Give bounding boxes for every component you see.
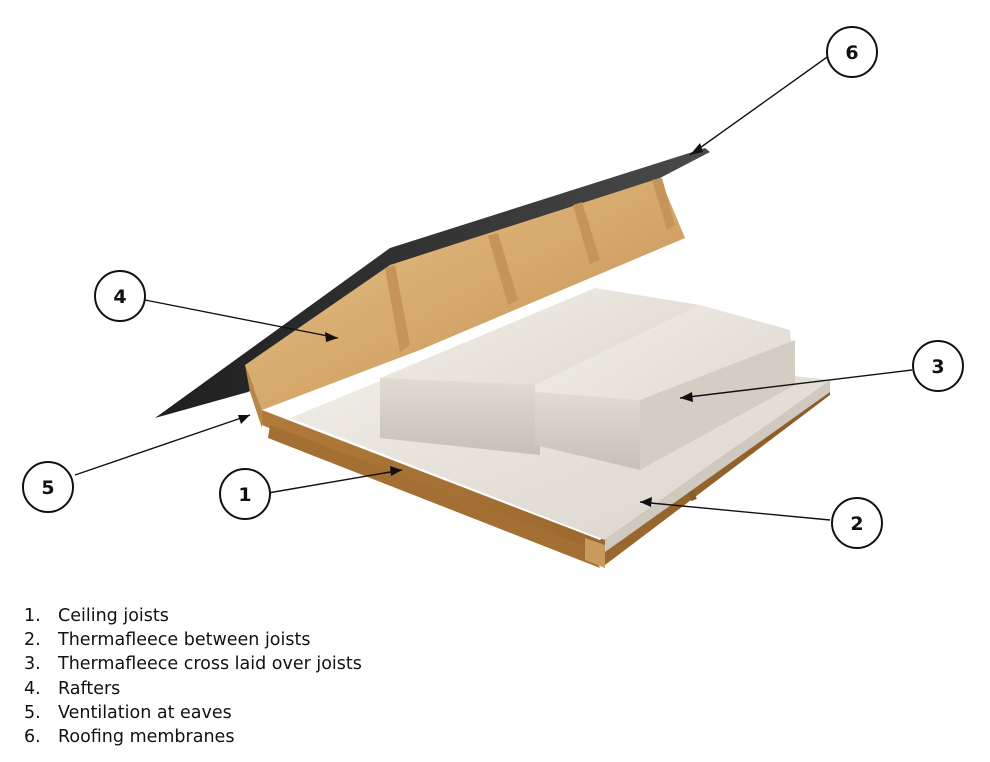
- thermafleece-cross-laid: [380, 288, 795, 470]
- callout-5-label: 5: [41, 477, 54, 499]
- callout-2: 2: [831, 497, 883, 549]
- callout-4: 4: [94, 270, 146, 322]
- callout-2-label: 2: [850, 513, 863, 535]
- legend-number: 1.: [24, 606, 41, 626]
- legend-item: 1. Ceiling joists: [24, 604, 362, 628]
- rafters: [245, 178, 685, 428]
- legend-text: Rafters: [58, 678, 121, 699]
- roof-insulation-diagram: 6 4 3 5 1 2: [22, 26, 964, 568]
- legend-text: Roofing membranes: [58, 727, 235, 748]
- callout-5: 5: [22, 461, 74, 513]
- callout-1-label: 1: [238, 484, 251, 506]
- legend-number: 2.: [24, 630, 41, 651]
- legend-text: Thermafleece between joists: [58, 630, 311, 651]
- leader-arrowheads: [238, 143, 703, 507]
- legend-item: 2. Thermafleece between joists: [24, 628, 362, 652]
- callout-1: 1: [219, 468, 271, 520]
- callout-3: 3: [912, 340, 964, 392]
- legend-list: 1. Ceiling joists 2. Thermafleece between …: [24, 604, 362, 749]
- legend-item: 5. Ventilation at eaves: [24, 701, 362, 725]
- legend-number: 6.: [24, 727, 41, 748]
- legend-text: Ventilation at eaves: [58, 702, 232, 723]
- legend-number: 3.: [24, 654, 41, 675]
- leader-lines: [74, 54, 913, 521]
- legend-text: Ceiling joists: [58, 606, 169, 626]
- legend-item: 6. Roofing membranes: [24, 725, 362, 749]
- legend-number: 5.: [24, 702, 41, 723]
- callout-6-label: 6: [845, 42, 858, 64]
- callout-3-label: 3: [931, 356, 944, 378]
- legend-text: Thermafleece cross laid over joists: [58, 654, 362, 675]
- callout-4-label: 4: [113, 286, 126, 308]
- legend-number: 4.: [24, 678, 41, 699]
- legend-item: 3. Thermafleece cross laid over joists: [24, 652, 362, 676]
- legend-item: 4. Rafters: [24, 677, 362, 701]
- callout-6: 6: [826, 26, 878, 78]
